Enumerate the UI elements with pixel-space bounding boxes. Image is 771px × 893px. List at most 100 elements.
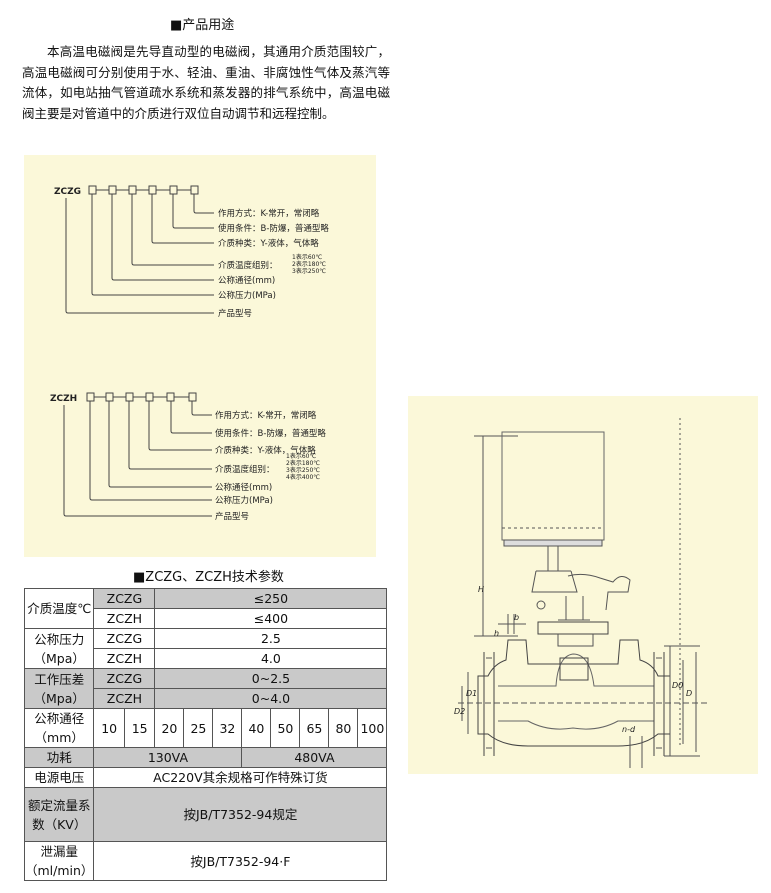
zczh-temp-note-2: 2表示180℃ [286, 459, 320, 467]
zczg-box-6 [190, 185, 199, 195]
zczg-label-medium: 介质种类：Y-液体，气体略 [218, 238, 319, 249]
value-cell: 0~4.0 [154, 688, 388, 709]
valve-body [477, 639, 671, 747]
table-row: ZCZH 0~4.0 [25, 688, 388, 709]
dn-cell: 10 [93, 708, 125, 748]
valve-disc [559, 657, 589, 681]
usage-title: ■产品用途 [170, 18, 235, 33]
spec-table: 介质温度℃ ZCZG ≤250 ZCZH ≤400 公称压力（Mpa） ZCZG… [23, 588, 388, 881]
model-cell: ZCZG [93, 668, 156, 689]
zczg-leader-7 [65, 198, 214, 314]
zczh-leader-6 [89, 401, 212, 501]
zczh-leader-4 [128, 401, 212, 470]
label-D2: D2 [454, 707, 465, 716]
diff-label: 工作压差（Mpa） [23, 668, 95, 709]
zczg-label-model: 产品型号 [218, 308, 252, 319]
dn-cell: 50 [270, 708, 301, 748]
flow-label: 额定流量系数（KV） [23, 787, 95, 842]
end-flanges [483, 652, 665, 756]
dn-cell: 80 [328, 708, 359, 748]
temp-label: 介质温度℃ [23, 588, 95, 629]
zczg-label-action: 作用方式：K-常开，常闭略 [218, 208, 320, 219]
zczg-box-5 [169, 185, 178, 195]
model-cell: ZCZG [93, 628, 156, 649]
table-row: 电源电压 AC220V其余规格可作特殊订货 [23, 767, 388, 788]
label-D1: D1 [466, 689, 477, 698]
leak-label: 泄漏量（ml/min） [23, 841, 95, 881]
dn-cell: 25 [183, 708, 214, 748]
zczh-box-2 [105, 392, 114, 402]
dn-cell: 32 [212, 708, 243, 748]
zczg-box-1 [88, 185, 97, 195]
bonnet-flange [537, 621, 609, 635]
dn-cell: 40 [241, 708, 272, 748]
spec-title: ■ZCZG、ZCZH技术参数 [133, 570, 284, 585]
flow-cell: 按JB/T7352-94规定 [93, 787, 388, 842]
zczg-leader-1 [193, 194, 214, 214]
zczh-leader-1 [191, 401, 212, 416]
zczh-label-model: 产品型号 [215, 511, 249, 522]
stem [531, 546, 578, 593]
zczg-leader-5 [111, 194, 214, 281]
value-cell: 4.0 [154, 648, 388, 669]
value-cell: 2.5 [154, 628, 388, 649]
value-cell: ≤400 [154, 608, 388, 629]
zczh-label-action: 作用方式：K-常开，常闭略 [215, 410, 317, 421]
model-code-panel: ZCZG 作用方式：K-常开，常闭略 使用条件：B-防爆，普通型略 [24, 155, 376, 557]
zczg-temp-note-3: 3表示250℃ [292, 267, 326, 275]
flow-passage [498, 653, 654, 730]
label-D0: D0 [672, 681, 683, 690]
zczh-temp-note-1: 1表示60℃ [286, 452, 316, 460]
zczh-label-pressure: 公称压力(MPa) [215, 495, 273, 506]
power-cell: 130VA [93, 747, 243, 768]
voltage-cell: AC220V其余规格可作特殊订货 [93, 767, 388, 788]
zczh-leader-5 [108, 401, 212, 488]
zczg-temp-note-2: 2表示180℃ [292, 260, 326, 268]
zczh-leader-2 [170, 401, 212, 434]
value-cell: ≤250 [154, 588, 388, 609]
label-nd: n-d [622, 725, 636, 734]
label-D: D [686, 689, 692, 698]
coil-housing [501, 431, 605, 541]
zczh-prefix: ZCZH [50, 394, 77, 404]
zczg-box-3 [128, 185, 137, 195]
table-row: ZCZH ≤400 [25, 608, 388, 629]
zczh-box-1 [86, 392, 95, 402]
label-H: H [478, 585, 484, 594]
zczg-leader-6 [91, 194, 214, 296]
zczg-label-dn: 公称通径(mm) [218, 275, 275, 286]
table-row: 公称通径（mm） 10 15 20 25 32 40 50 65 80 100 [23, 708, 388, 748]
zczh-box-5 [166, 392, 175, 402]
value-cell: 0~2.5 [154, 668, 388, 689]
zczh-label-condition: 使用条件：B-防爆，普通型略 [215, 428, 326, 439]
table-row: 工作压差（Mpa） ZCZG 0~2.5 [23, 668, 388, 709]
dn-cell: 20 [154, 708, 185, 748]
pressure-label: 公称压力（Mpa） [23, 628, 95, 669]
model-cell: ZCZH [93, 608, 156, 629]
zczg-leader-4 [131, 194, 214, 266]
valve-drawing: H h b D2 D1 D D0 n-d [454, 418, 708, 768]
zczg-label-pressure: 公称压力(MPa) [218, 290, 276, 301]
zczg-prefix: ZCZG [54, 187, 81, 197]
zczh-box-3 [125, 392, 134, 402]
zczh-temp-note-4: 4表示400℃ [286, 473, 320, 481]
zczh-box-6 [188, 392, 197, 402]
power-cell: 480VA [241, 747, 388, 768]
leak-cell: 按JB/T7352-94·F [93, 841, 388, 881]
coil-base-plate [503, 539, 603, 547]
table-row: 功耗 130VA 480VA [23, 747, 388, 768]
dimension-b [498, 614, 526, 634]
pivot-circle [536, 600, 546, 610]
zczh-leader-3 [148, 401, 212, 451]
dn-cell: 15 [123, 708, 156, 748]
zczh-box-4 [145, 392, 154, 402]
zczh-label-dn: 公称通径(mm) [215, 482, 272, 493]
dn-cell: 65 [299, 708, 330, 748]
label-b: b [514, 613, 519, 622]
table-row: 额定流量系数（KV） 按JB/T7352-94规定 [23, 787, 388, 842]
voltage-label: 电源电压 [23, 767, 95, 788]
dimension-nd [629, 736, 643, 768]
zczh-code-diagram: ZCZH 作用方式：K-常开，常闭略 使用条件：B-防爆，普通型略 [50, 392, 326, 522]
zczg-leader-2 [172, 194, 214, 229]
model-code-diagram: ZCZG 作用方式：K-常开，常闭略 使用条件：B-防爆，普通型略 [50, 185, 329, 522]
